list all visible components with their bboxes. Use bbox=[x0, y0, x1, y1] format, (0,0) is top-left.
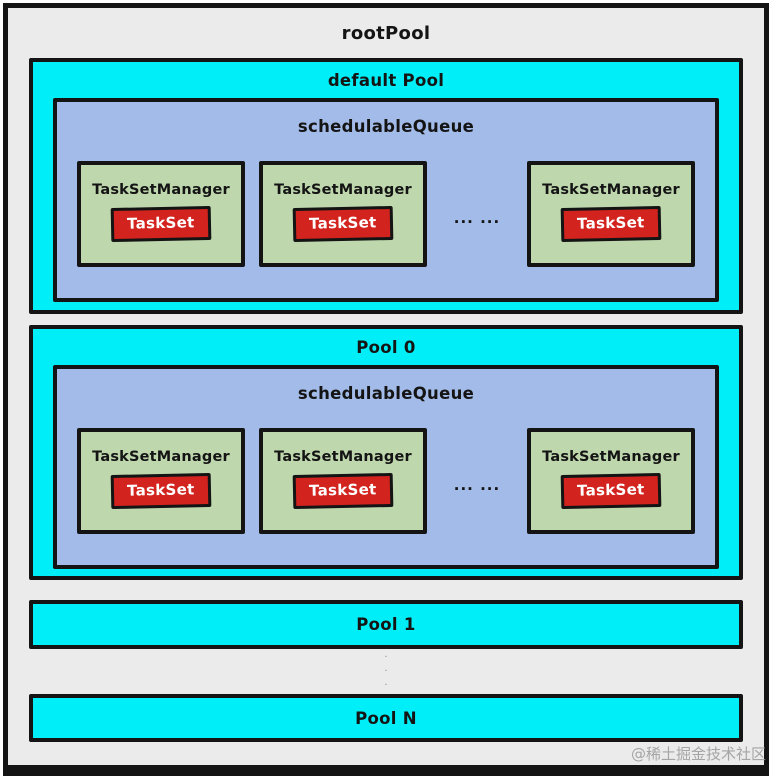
taskset-badge: TaskSet bbox=[110, 472, 212, 510]
default-pool-box: default Pool schedulableQueue TaskSetMan… bbox=[29, 58, 743, 314]
vertical-ellipsis: · · · bbox=[384, 651, 388, 691]
pool-0-title: Pool 0 bbox=[356, 337, 416, 357]
tasksetmanager-box: TaskSetManager TaskSet bbox=[527, 161, 695, 267]
root-pool-title: rootPool bbox=[341, 22, 431, 44]
pool-0-box: Pool 0 schedulableQueue TaskSetManager T… bbox=[29, 325, 743, 580]
tasksetmanager-title: TaskSetManager bbox=[542, 449, 680, 465]
pool-1-bar: Pool 1 bbox=[29, 600, 743, 649]
schedulable-queue-box: schedulableQueue TaskSetManager TaskSet … bbox=[53, 365, 719, 569]
tasksetmanager-box: TaskSetManager TaskSet bbox=[259, 428, 427, 534]
taskset-badge: TaskSet bbox=[292, 472, 394, 510]
taskset-badge: TaskSet bbox=[292, 205, 394, 243]
horizontal-ellipsis: ... ... bbox=[453, 209, 501, 227]
default-pool-title: default Pool bbox=[327, 70, 445, 90]
tasksetmanager-title: TaskSetManager bbox=[274, 182, 412, 198]
tasksetmanager-box: TaskSetManager TaskSet bbox=[77, 161, 245, 267]
tasksetmanager-title: TaskSetManager bbox=[274, 449, 412, 465]
tasksetmanager-title: TaskSetManager bbox=[92, 182, 230, 198]
tasksetmanager-box: TaskSetManager TaskSet bbox=[527, 428, 695, 534]
watermark: @稀土掘金技术社区 bbox=[630, 745, 766, 763]
schedulable-queue-box: schedulableQueue TaskSetManager TaskSet … bbox=[53, 98, 719, 302]
tasksetmanager-box: TaskSetManager TaskSet bbox=[259, 161, 427, 267]
horizontal-ellipsis: ... ... bbox=[453, 476, 501, 494]
root-pool-container: rootPool default Pool schedulableQueue T… bbox=[3, 3, 769, 776]
managers-row: TaskSetManager TaskSet TaskSetManager Ta… bbox=[57, 161, 715, 267]
taskset-badge: TaskSet bbox=[110, 205, 212, 243]
pool-n-bar: Pool N bbox=[29, 694, 743, 742]
schedulable-queue-title: schedulableQueue bbox=[297, 117, 475, 136]
schedulable-queue-title: schedulableQueue bbox=[297, 384, 475, 403]
tasksetmanager-title: TaskSetManager bbox=[92, 449, 230, 465]
managers-row: TaskSetManager TaskSet TaskSetManager Ta… bbox=[57, 428, 715, 534]
tasksetmanager-box: TaskSetManager TaskSet bbox=[77, 428, 245, 534]
pool-bars-area: Pool 1 · · · Pool N bbox=[8, 600, 764, 742]
taskset-badge: TaskSet bbox=[560, 205, 662, 243]
tasksetmanager-title: TaskSetManager bbox=[542, 182, 680, 198]
taskset-badge: TaskSet bbox=[560, 472, 662, 510]
